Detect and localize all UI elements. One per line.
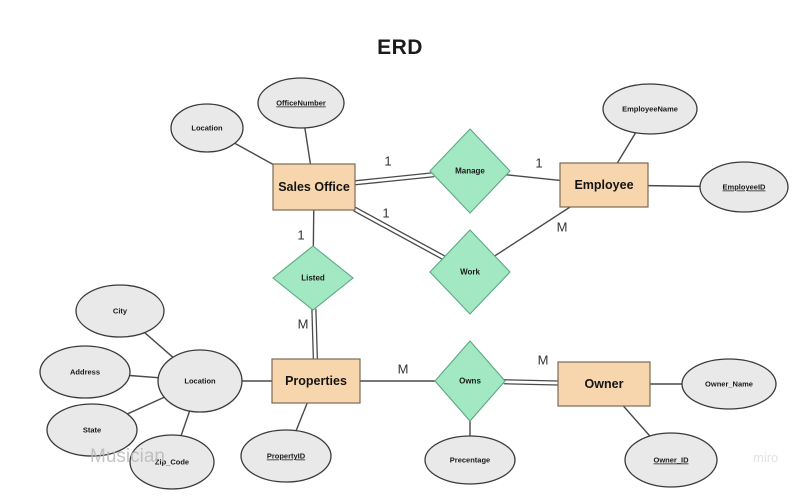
relationship-label: Owns: [459, 377, 481, 386]
attribute-ellipse[interactable]: [39, 345, 131, 399]
attribute-connector: [304, 127, 312, 165]
attribute-connector: [180, 410, 191, 437]
attribute-owner_name[interactable]: Owner_Name: [681, 358, 777, 410]
attribute-ellipse[interactable]: [681, 358, 777, 410]
relationship-connector: [315, 308, 319, 360]
key-attribute-ellipse[interactable]: [240, 429, 332, 483]
attribute-city[interactable]: City: [75, 284, 165, 338]
attribute-label: Location: [184, 376, 216, 385]
relationship-connector: [354, 172, 435, 182]
entity-label: Employee: [574, 178, 633, 192]
attribute-location_prop[interactable]: Location: [157, 349, 243, 413]
cardinality-label: 1: [535, 155, 542, 170]
page-title: ERD: [377, 36, 423, 59]
cardinality-label: M: [398, 361, 409, 376]
attribute-ellipse[interactable]: [602, 83, 698, 135]
attribute-employee_name[interactable]: EmployeeName: [602, 83, 698, 135]
relationship-manage[interactable]: Manage: [429, 128, 511, 214]
entity-label: Sales Office: [278, 180, 350, 194]
key-attribute-label: Owner_ID: [653, 455, 689, 464]
attribute-label: EmployeeName: [622, 104, 678, 113]
key-attribute-label: PropertyID: [267, 451, 306, 460]
key-attribute-ellipse[interactable]: [699, 161, 789, 213]
entity-box[interactable]: [271, 358, 361, 404]
relationship-work[interactable]: Work: [429, 229, 511, 315]
relationship-label: Listed: [301, 274, 325, 283]
attribute-connector: [647, 184, 701, 188]
entity-employee[interactable]: Employee: [559, 162, 649, 208]
attribute-address[interactable]: Address: [39, 345, 131, 399]
attribute-connector: [622, 405, 651, 437]
attribute-location_so[interactable]: Location: [170, 103, 244, 153]
attribute-label: Location: [191, 123, 223, 132]
relationship-diamond[interactable]: [429, 128, 511, 214]
key-attribute-label: OfficeNumber: [276, 98, 326, 107]
cardinality-label: 1: [297, 227, 304, 242]
cardinality-label: 1: [382, 205, 389, 220]
relationship-diamond[interactable]: [434, 340, 506, 422]
relationship-connector: [503, 379, 559, 382]
attribute-zip_code[interactable]: Zip_Code: [129, 434, 215, 490]
attribute-label: Precentage: [450, 455, 490, 464]
entity-label: Owner: [585, 377, 624, 391]
relationship-owns[interactable]: Owns: [434, 340, 506, 422]
relationship-listed[interactable]: Listed: [272, 245, 354, 311]
attribute-connector: [128, 374, 159, 379]
entity-properties[interactable]: Properties: [271, 358, 361, 404]
cardinality-label: M: [538, 352, 549, 367]
attribute-label: City: [113, 306, 128, 315]
entity-label: Properties: [285, 374, 347, 388]
key-attribute-label: EmployeeID: [723, 182, 767, 191]
relationship-connector: [354, 176, 435, 186]
cardinality-label: M: [557, 219, 568, 234]
relationship-diamond[interactable]: [272, 245, 354, 311]
attribute-precentage[interactable]: Precentage: [424, 435, 516, 485]
relationship-connector: [503, 383, 559, 386]
attribute-label: Zip_Code: [155, 457, 189, 466]
relationship-label: Work: [460, 268, 480, 277]
attribute-property_id[interactable]: PropertyID: [240, 429, 332, 483]
entity-owner[interactable]: Owner: [557, 361, 651, 407]
attribute-employee_id[interactable]: EmployeeID: [699, 161, 789, 213]
attribute-ellipse[interactable]: [129, 434, 215, 490]
attribute-label: Address: [70, 367, 100, 376]
relationship-connector: [311, 308, 315, 360]
entity-box[interactable]: [557, 361, 651, 407]
attribute-connector: [143, 331, 174, 359]
attribute-label: State: [83, 425, 101, 434]
connector-layer: [126, 127, 701, 437]
relationship-diamond[interactable]: [429, 229, 511, 315]
attribute-connector: [126, 396, 165, 415]
relationship-connector: [505, 174, 561, 182]
relationship-connector: [353, 210, 444, 261]
attribute-ellipse[interactable]: [424, 435, 516, 485]
attribute-connector: [295, 402, 308, 432]
key-attribute-ellipse[interactable]: [257, 77, 345, 129]
cardinality-label: 1: [384, 153, 391, 168]
attribute-connector: [616, 132, 637, 164]
attribute-ellipse[interactable]: [170, 103, 244, 153]
relationship-label: Manage: [455, 167, 485, 176]
attribute-ellipse[interactable]: [157, 349, 243, 413]
attribute-owner_id[interactable]: Owner_ID: [624, 432, 718, 488]
attribute-ellipse[interactable]: [46, 403, 138, 457]
attribute-label: Owner_Name: [705, 379, 753, 388]
relationship-connector: [494, 206, 571, 257]
entity-box[interactable]: [559, 162, 649, 208]
attribute-connector: [234, 142, 274, 166]
entity-sales_office[interactable]: Sales Office: [272, 163, 356, 211]
attribute-state[interactable]: State: [46, 403, 138, 457]
cardinality-label: M: [298, 316, 309, 331]
relationship-connector: [355, 206, 446, 257]
entity-box[interactable]: [272, 163, 356, 211]
attribute-ellipse[interactable]: [75, 284, 165, 338]
key-attribute-ellipse[interactable]: [624, 432, 718, 488]
attribute-office_number[interactable]: OfficeNumber: [257, 77, 345, 129]
